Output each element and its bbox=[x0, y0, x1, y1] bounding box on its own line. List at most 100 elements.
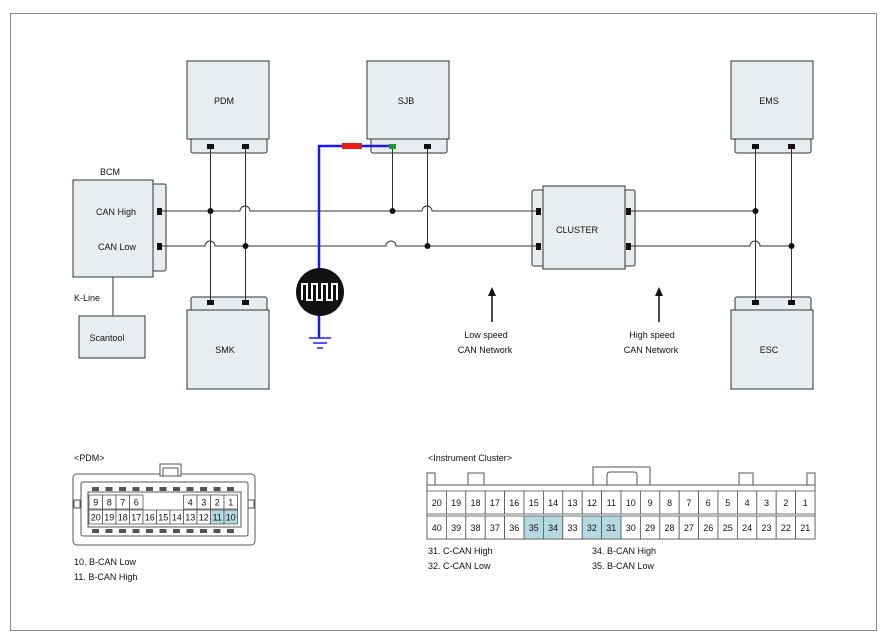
connector-tooth bbox=[173, 529, 180, 533]
connector-tooth bbox=[227, 529, 234, 533]
cluster-pin-number: 26 bbox=[703, 523, 713, 533]
cluster-pin-cell bbox=[795, 490, 816, 515]
cluster-pin-number: 37 bbox=[490, 523, 500, 533]
cluster-pin-number: 5 bbox=[725, 498, 730, 508]
connector-tooth bbox=[146, 487, 153, 491]
pdm-pin-number: 20 bbox=[91, 513, 101, 523]
arrow-up-icon bbox=[488, 287, 496, 296]
cluster-pin-number: 12 bbox=[587, 498, 597, 508]
sjb-module: SJB bbox=[366, 60, 450, 154]
cluster-pin-number: 29 bbox=[645, 523, 655, 533]
connector-tooth bbox=[200, 529, 207, 533]
connector-tooth bbox=[92, 487, 99, 491]
scantool-label: Scantool bbox=[89, 333, 124, 343]
cluster-pin-number: 38 bbox=[470, 523, 480, 533]
connector-tooth bbox=[213, 487, 221, 491]
cluster-connector-title: <Instrument Cluster> bbox=[428, 453, 512, 463]
cluster-pin-number: 28 bbox=[664, 523, 674, 533]
pdm-pin-cell bbox=[129, 494, 144, 510]
cluster-pin-34: 34. B-CAN High bbox=[592, 546, 656, 556]
connector-tooth bbox=[132, 487, 140, 491]
cluster-pin-number: 10 bbox=[626, 498, 636, 508]
connector-tooth bbox=[132, 529, 140, 533]
cluster-pin-number: 39 bbox=[451, 523, 461, 533]
cluster-pin-number: 8 bbox=[667, 498, 672, 508]
cluster-pin-number: 34 bbox=[548, 523, 558, 533]
scope-probe bbox=[296, 143, 389, 349]
connector-tooth bbox=[146, 529, 153, 533]
cluster-pin-number: 24 bbox=[742, 523, 752, 533]
pdm-pin-number: 16 bbox=[145, 513, 155, 523]
connector-tooth bbox=[119, 487, 126, 491]
connector-tooth bbox=[105, 487, 113, 491]
low-speed-annotation: Low speed CAN Network bbox=[458, 287, 513, 355]
cluster-pin-number: 27 bbox=[684, 523, 694, 533]
cluster-pin-number: 25 bbox=[723, 523, 733, 533]
kline-label: K-Line bbox=[74, 293, 100, 303]
cluster-pin-number: 33 bbox=[567, 523, 577, 533]
bcm-module: BCM CAN High CAN Low bbox=[72, 167, 167, 278]
ems-module: EMS bbox=[730, 60, 814, 154]
pdm-pin-number: 9 bbox=[93, 498, 98, 508]
cluster-pin-number: 16 bbox=[509, 498, 519, 508]
pdm-module: PDM bbox=[186, 60, 270, 154]
pdm-pin-number: 7 bbox=[120, 498, 125, 508]
pdm-pin-cell bbox=[223, 509, 238, 525]
cluster-module: CLUSTER bbox=[531, 185, 636, 270]
cluster-pin-number: 4 bbox=[745, 498, 750, 508]
sjb-label: SJB bbox=[398, 96, 415, 106]
cluster-pin-number: 21 bbox=[800, 523, 810, 533]
pdm-pin-10: 10. B-CAN Low bbox=[74, 557, 137, 567]
cluster-pin-number: 15 bbox=[529, 498, 539, 508]
b-can-high-wire bbox=[162, 205, 536, 212]
cluster-pin-number: 20 bbox=[432, 498, 442, 508]
pdm-pin-number: 11 bbox=[213, 513, 222, 523]
cluster-pin-cell bbox=[795, 515, 816, 540]
esc-module: ESC bbox=[730, 296, 814, 390]
connector-tooth bbox=[92, 529, 99, 533]
pdm-pin-number: 17 bbox=[131, 513, 141, 523]
cluster-pin-number: 9 bbox=[648, 498, 653, 508]
connector-tooth bbox=[119, 529, 126, 533]
cluster-pin-number: 6 bbox=[706, 498, 711, 508]
ems-label: EMS bbox=[759, 96, 779, 106]
pdm-pin-number: 15 bbox=[158, 513, 168, 523]
low-speed-network-label: CAN Network bbox=[458, 345, 513, 355]
pdm-pin-number: 1 bbox=[228, 498, 233, 508]
connector-tooth bbox=[159, 529, 167, 533]
connector-tooth bbox=[173, 487, 180, 491]
pdm-pin-11: 11. B-CAN High bbox=[74, 572, 137, 582]
high-speed-network-label: CAN Network bbox=[624, 345, 679, 355]
smk-label: SMK bbox=[215, 345, 235, 355]
cluster-label: CLUSTER bbox=[556, 225, 599, 235]
cluster-pin-number: 30 bbox=[626, 523, 636, 533]
pdm-pin-number: 19 bbox=[104, 513, 114, 523]
cluster-pin-number: 13 bbox=[567, 498, 577, 508]
cluster-pin-number: 35 bbox=[529, 523, 539, 533]
pdm-pin-number: 4 bbox=[188, 498, 193, 508]
connector-tooth bbox=[159, 487, 167, 491]
bcm-can-low-label: CAN Low bbox=[98, 242, 137, 252]
cluster-pin-number: 17 bbox=[490, 498, 500, 508]
pdm-pin-number: 8 bbox=[107, 498, 112, 508]
connector-tooth bbox=[186, 487, 194, 491]
cluster-pin-number: 40 bbox=[432, 523, 442, 533]
pdm-label: PDM bbox=[214, 96, 234, 106]
connector-tooth bbox=[186, 529, 194, 533]
low-speed-label: Low speed bbox=[464, 330, 508, 340]
pdm-pin-number: 10 bbox=[226, 513, 236, 523]
pdm-pin-number: 18 bbox=[118, 513, 128, 523]
pdm-pin-number: 6 bbox=[134, 498, 139, 508]
cluster-pin-number: 19 bbox=[451, 498, 461, 508]
pdm-pin-cell bbox=[223, 494, 238, 510]
pdm-pin-number: 3 bbox=[201, 498, 206, 508]
b-can-low-wire bbox=[162, 240, 536, 247]
cluster-pin-number: 18 bbox=[470, 498, 480, 508]
esc-label: ESC bbox=[760, 345, 779, 355]
probe-wire-red bbox=[342, 143, 362, 149]
cluster-pin-number: 36 bbox=[509, 523, 519, 533]
junction-dots bbox=[207, 208, 795, 249]
